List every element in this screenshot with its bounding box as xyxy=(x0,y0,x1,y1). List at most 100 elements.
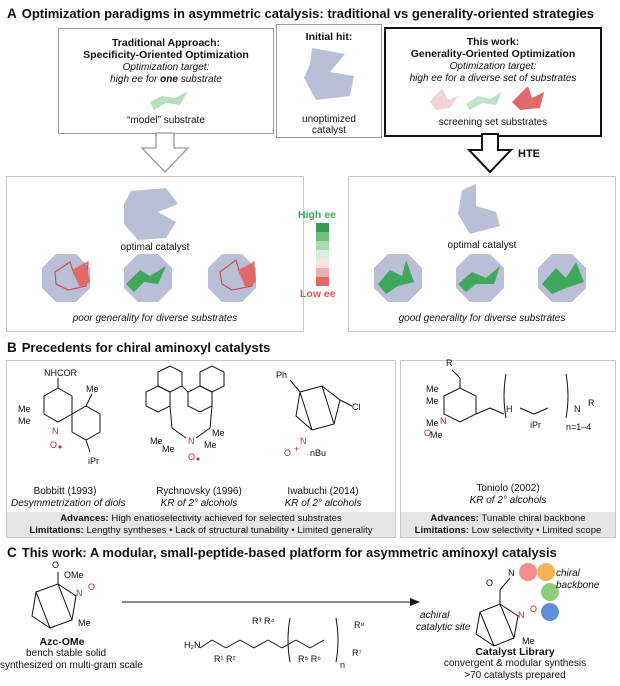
svg-text:O: O xyxy=(52,560,59,570)
svg-text:R⁸: R⁸ xyxy=(354,620,364,630)
catalyst-library-label: Catalyst Library xyxy=(475,646,555,658)
traditional-approach-box: Traditional Approach: Specificity-Orient… xyxy=(58,28,274,134)
unoptimized-label: unoptimized xyxy=(302,114,356,125)
svg-text:N: N xyxy=(574,404,581,414)
svg-text:Me: Me xyxy=(212,428,225,438)
svg-text:O: O xyxy=(486,578,493,588)
library-line2: >70 catalysts prepared xyxy=(464,670,566,681)
traditional-target: high ee for one substrate xyxy=(110,74,222,85)
precedents-right-panel: Toniolo (2002) KR of 2° alcohols Advance… xyxy=(400,360,616,538)
svg-text:Me: Me xyxy=(522,636,535,646)
iwabuchi-desc: KR of 2° alcohols xyxy=(284,498,362,509)
screening-set-label: screening set substrates xyxy=(438,117,548,128)
svg-text:R⁷: R⁷ xyxy=(352,648,362,658)
right-optimal-catalyst-label: optimal catalyst xyxy=(447,240,517,251)
svg-text:O: O xyxy=(424,428,431,438)
svg-text:R¹ R²: R¹ R² xyxy=(214,654,236,664)
svg-text:+: + xyxy=(294,444,299,454)
svg-text:R: R xyxy=(446,358,453,368)
model-substrate-label: “model” substrate xyxy=(127,115,205,126)
svg-text:Me: Me xyxy=(86,384,99,394)
hte-label: HTE xyxy=(518,148,540,160)
initial-hit-title: Initial hit: xyxy=(305,31,353,43)
legend-high-ee: High ee xyxy=(298,209,336,221)
svg-text:N: N xyxy=(440,416,447,426)
svg-text:Me: Me xyxy=(426,384,439,394)
azc-line2: synthesized on multi-gram scale xyxy=(0,660,143,671)
left-advances-bar: Advances: High enatioselectivity achieve… xyxy=(7,512,395,537)
svg-text:Me: Me xyxy=(430,430,443,440)
svg-text:R⁵ R⁶: R⁵ R⁶ xyxy=(298,654,321,664)
iwabuchi-nbu: nBu xyxy=(310,448,326,458)
bobbitt-ipr: iPr xyxy=(88,456,99,466)
chiral-label: chiral xyxy=(556,568,580,579)
achiral-label-2: catalytic site xyxy=(416,622,471,633)
svg-text:Cl: Cl xyxy=(352,402,361,412)
traditional-title: Traditional Approach: xyxy=(111,37,221,49)
left-optimal-catalyst-label: optimal catalyst xyxy=(120,242,190,253)
peptide-n: n xyxy=(340,660,345,670)
svg-text:OMe: OMe xyxy=(64,570,84,580)
toniolo-n: n=1–4 xyxy=(566,422,591,432)
svg-text:R: R xyxy=(588,398,595,408)
svg-text:Me: Me xyxy=(426,418,439,428)
generality-approach-box: This work: Generality-Oriented Optimizat… xyxy=(384,27,602,137)
svg-text:N: N xyxy=(76,588,83,598)
traditional-subtitle: Specificity-Oriented Optimization xyxy=(83,49,249,61)
toniolo-desc: KR of 2° alcohols xyxy=(469,495,547,506)
svg-text:N: N xyxy=(508,568,515,578)
right-good-generality-caption: good generality for diverse substrates xyxy=(398,313,566,324)
svg-text:O: O xyxy=(88,582,95,592)
left-poor-generality-caption: poor generality for diverse substrates xyxy=(72,313,238,324)
svg-text:O: O xyxy=(530,604,537,614)
bobbitt-desc: Desymmetrization of diols xyxy=(11,498,126,509)
svg-text:N: N xyxy=(188,436,195,446)
iwabuchi-ph: Ph xyxy=(276,370,287,380)
svg-text:Me: Me xyxy=(204,440,217,450)
precedents-left-panel: Bobbitt (1993) Desymmetrization of diols… xyxy=(6,360,396,538)
legend-low-ee: Low ee xyxy=(300,288,336,300)
right-advances-bar: Advances: Tunable chiral backbone Limita… xyxy=(401,512,615,537)
svg-text:Me: Me xyxy=(18,416,31,426)
bobbitt-name: Bobbitt (1993) xyxy=(33,486,97,497)
library-line1: convergent & modular synthesis xyxy=(443,658,587,669)
azc-line1: bench stable solid xyxy=(25,648,107,659)
rychnovsky-name: Rychnovsky (1996) xyxy=(156,486,242,497)
generality-subtitle: Generality-Oriented Optimization xyxy=(410,48,576,60)
generality-target: high ee for a diverse set of substrates xyxy=(409,73,577,84)
svg-text:Me: Me xyxy=(162,444,175,454)
svg-text:Me: Me xyxy=(150,436,163,446)
bobbitt-nhcor: NHCOR xyxy=(44,368,77,378)
chiral-label-2: backbone xyxy=(556,580,600,591)
svg-text:Me: Me xyxy=(426,396,439,406)
generality-title: This work: xyxy=(466,36,520,48)
svg-text:O: O xyxy=(284,448,291,458)
svg-text:H₂N: H₂N xyxy=(184,640,201,650)
traditional-target-label: Optimization target: xyxy=(122,62,210,73)
svg-text:O: O xyxy=(188,452,195,462)
svg-text:Me: Me xyxy=(18,404,31,414)
achiral-label: achiral xyxy=(420,610,450,621)
svg-text:O: O xyxy=(50,440,57,450)
svg-text:Me: Me xyxy=(78,618,91,628)
toniolo-name: Toniolo (2002) xyxy=(476,483,540,494)
svg-text:iPr: iPr xyxy=(530,420,541,430)
svg-text:H: H xyxy=(506,404,513,414)
svg-text:N: N xyxy=(518,610,525,620)
